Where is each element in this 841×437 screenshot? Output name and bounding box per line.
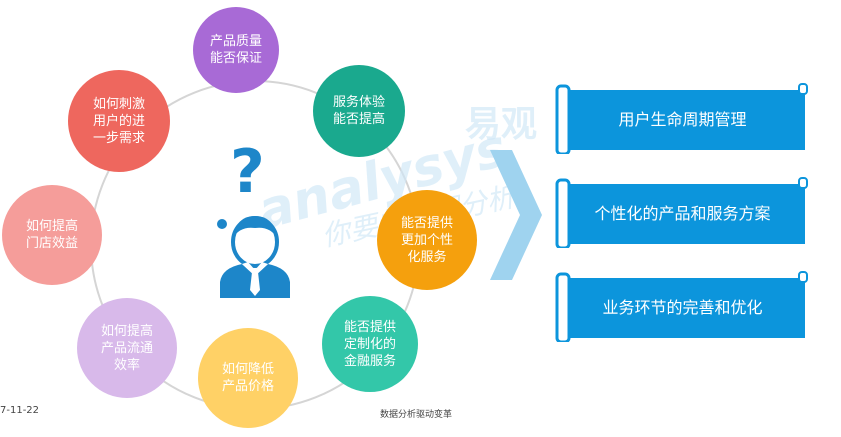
- thinking-person: ?: [200, 130, 310, 300]
- banner-personalized-plan: 个性化的产品和服务方案: [555, 176, 810, 248]
- chevron-right-icon: [480, 150, 550, 280]
- bubble-custom-finance: 能否提供 定制化的 金融服务: [322, 296, 418, 392]
- banner-label: 用户生命周期管理: [618, 110, 747, 129]
- bubble-circulation-efficiency: 如何提高 产品流通 效率: [77, 298, 177, 398]
- bubble-label: 如何降低 产品价格: [221, 362, 274, 394]
- banner-process-optimization: 业务环节的完善和优化: [555, 270, 810, 342]
- bubble-label: 服务体验 能否提高: [332, 95, 385, 127]
- bubble-label: 如何提高 产品流通 效率: [100, 323, 153, 373]
- banner-label: 个性化的产品和服务方案: [594, 204, 771, 223]
- business-person-icon: ?: [217, 137, 290, 298]
- bubble-lower-price: 如何降低 产品价格: [198, 328, 298, 428]
- footer-date: 7-11-22: [0, 405, 40, 416]
- bubble-personalized-service: 能否提供 更加个性 化服务: [377, 190, 477, 290]
- banner-label: 业务环节的完善和优化: [602, 298, 763, 317]
- banner-lifecycle: 用户生命周期管理: [555, 82, 810, 154]
- bubble-label: 能否提供 定制化的 金融服务: [343, 319, 396, 369]
- watermark-brand: 易观: [465, 104, 538, 145]
- bubble-store-efficiency: 如何提高 门店效益: [2, 185, 102, 285]
- footer-caption: 数据分析驱动变革: [380, 410, 453, 420]
- bubble-product-quality: 产品质量 能否保证: [193, 7, 279, 93]
- bubble-label: 如何提高 门店效益: [25, 219, 78, 251]
- bubble-label: 产品质量 能否保证: [209, 34, 262, 66]
- bubble-stimulate-demand: 如何刺激 用户的进 一步需求: [68, 70, 170, 172]
- bubble-label: 能否提供 更加个性 化服务: [400, 215, 453, 265]
- bubble-service-experience: 服务体验 能否提高: [313, 65, 405, 157]
- question-mark-icon: ?: [230, 137, 265, 207]
- bubble-label: 如何刺激 用户的进 一步需求: [92, 96, 145, 146]
